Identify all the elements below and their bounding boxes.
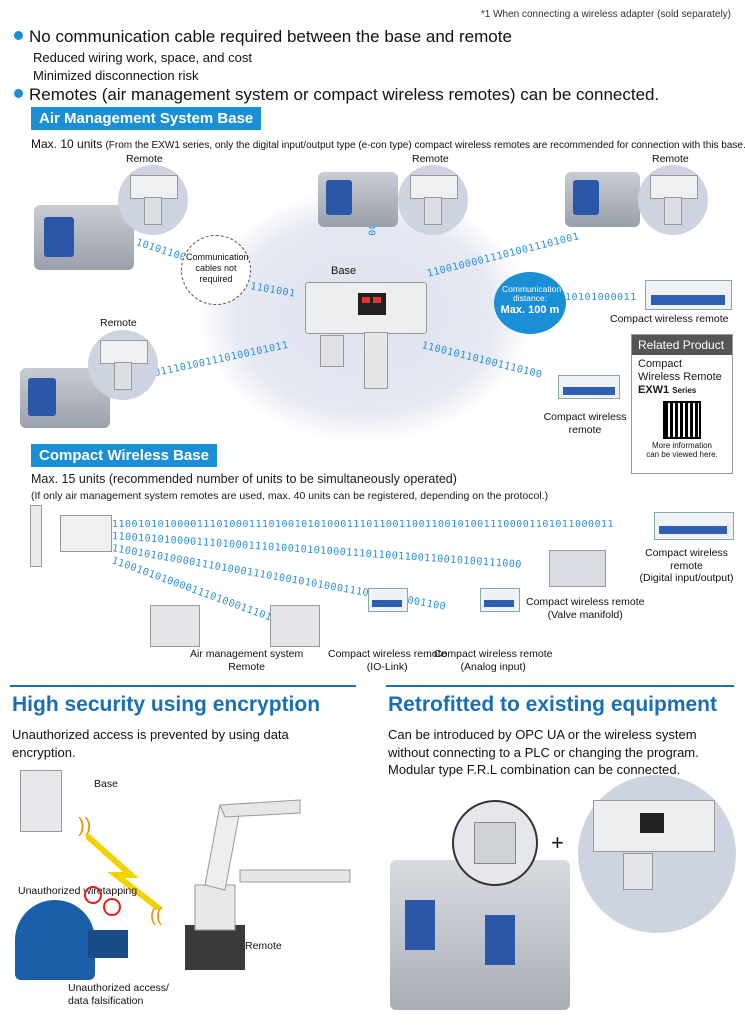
- antenna-device: [30, 505, 42, 567]
- footnote: *1 When connecting a wireless adapter (s…: [480, 9, 731, 20]
- valve-manifold-device: [549, 550, 606, 587]
- retro-title: Retrofitted to existing equipment: [388, 693, 718, 716]
- ams-remote-device: [270, 605, 320, 647]
- retro-text: Can be introduced by OPC UA or the wirel…: [388, 727, 699, 778]
- plus-sign: +: [551, 830, 564, 855]
- ams-title: Air Management System Base: [31, 107, 262, 130]
- base-label: Base: [331, 265, 357, 277]
- remote-circle: [88, 330, 158, 400]
- base-circle: [578, 775, 736, 933]
- machine-image: [34, 205, 134, 270]
- cwr-label: Compact wireless remote: [543, 411, 627, 436]
- zoom-circle: [452, 800, 538, 886]
- base-unit: [364, 332, 388, 389]
- related-more-2: can be viewed here.: [646, 450, 718, 460]
- security-title: High security using encryption: [12, 693, 321, 716]
- security-text: Unauthorized access is prevented by usin…: [12, 727, 289, 760]
- binary-stream: 10101100: [134, 237, 188, 264]
- wiretap-label: Unauthorized wiretapping: [18, 885, 138, 897]
- section-divider: [10, 685, 356, 687]
- comm-distance: Communication distance: Max. 100 m: [494, 272, 566, 334]
- device-label: Compact wireless remote(IO-Link): [328, 648, 447, 673]
- cwr-device: [645, 280, 732, 310]
- prohibit-icon: [103, 898, 121, 916]
- access-label: Unauthorized access/data falsification: [68, 982, 169, 1007]
- cwb-base-device: [60, 515, 112, 552]
- cwr-device: [558, 375, 620, 399]
- cwr-device: [368, 588, 408, 612]
- laptop-icon: [88, 930, 128, 958]
- cwr-device: [480, 588, 520, 612]
- section-divider: [386, 685, 734, 687]
- device-label: Compact wireless remote(Digital input/ou…: [639, 547, 734, 585]
- remote-label: Remote: [245, 940, 282, 952]
- bullet-2: Remotes (air management system or compac…: [14, 85, 659, 105]
- remote-label: Remote: [100, 317, 137, 329]
- cwb-title: Compact Wireless Base: [31, 444, 217, 467]
- remote-label: Remote: [412, 153, 449, 165]
- cable-note: Communication cables not required: [181, 235, 251, 305]
- related-product[interactable]: Related Product Compact Wireless Remote …: [631, 334, 733, 474]
- machine-image: [390, 860, 570, 1010]
- binary-stream: 1100101010000111010001110100101010001110…: [112, 519, 615, 530]
- wifi-signal-icon: ((: [150, 905, 162, 925]
- bullet-1: No communication cable required between …: [14, 27, 512, 47]
- device-label: Compact wireless remote(Valve manifold): [526, 596, 645, 621]
- remote-label: Remote: [126, 153, 163, 165]
- related-more-1: More information: [651, 440, 713, 450]
- related-header: Related Product: [632, 335, 732, 355]
- device-label: Compact wireless remote(Analog input): [434, 648, 553, 673]
- person-silhouette-icon: [15, 900, 95, 980]
- remote-circle: [638, 165, 708, 235]
- remote-circle: [118, 165, 188, 235]
- bullet-dot-icon: [14, 89, 23, 98]
- binary-stream: 10101000011: [565, 292, 637, 303]
- machine-image: [318, 172, 398, 227]
- base-device: [20, 770, 62, 832]
- bullet-1-sub-1: Reduced wiring work, space, and cost: [33, 50, 252, 65]
- related-line2: Wireless Remote: [638, 371, 722, 384]
- qr-code-icon[interactable]: [663, 400, 701, 439]
- ams-max: Max. 10 units (From the EXW1 series, onl…: [31, 137, 745, 151]
- related-line1: Compact: [638, 358, 683, 370]
- robot-arm-image: [180, 795, 355, 975]
- security-base-label: Base: [94, 778, 118, 790]
- lightning-icon: [84, 830, 166, 913]
- cwb-max: Max. 15 units (recommended number of uni…: [31, 472, 457, 486]
- base-unit: [320, 335, 344, 367]
- cwb-note: (If only air management system remotes a…: [31, 490, 549, 502]
- remote-circle: [398, 165, 468, 235]
- wifi-signal-icon: )): [78, 815, 92, 837]
- bullet-dot-icon: [14, 31, 23, 40]
- cwr-label: Compact wireless remote: [610, 313, 729, 325]
- related-model: EXW1 Series: [638, 384, 697, 397]
- machine-image: [565, 172, 640, 227]
- base-device: [305, 282, 427, 334]
- cwr-device: [654, 512, 734, 540]
- bullet-1-sub-2: Minimized disconnection risk: [33, 68, 199, 83]
- ams-remote-device: [150, 605, 200, 647]
- prohibit-icon: [84, 886, 102, 904]
- remote-label: Remote: [652, 153, 689, 165]
